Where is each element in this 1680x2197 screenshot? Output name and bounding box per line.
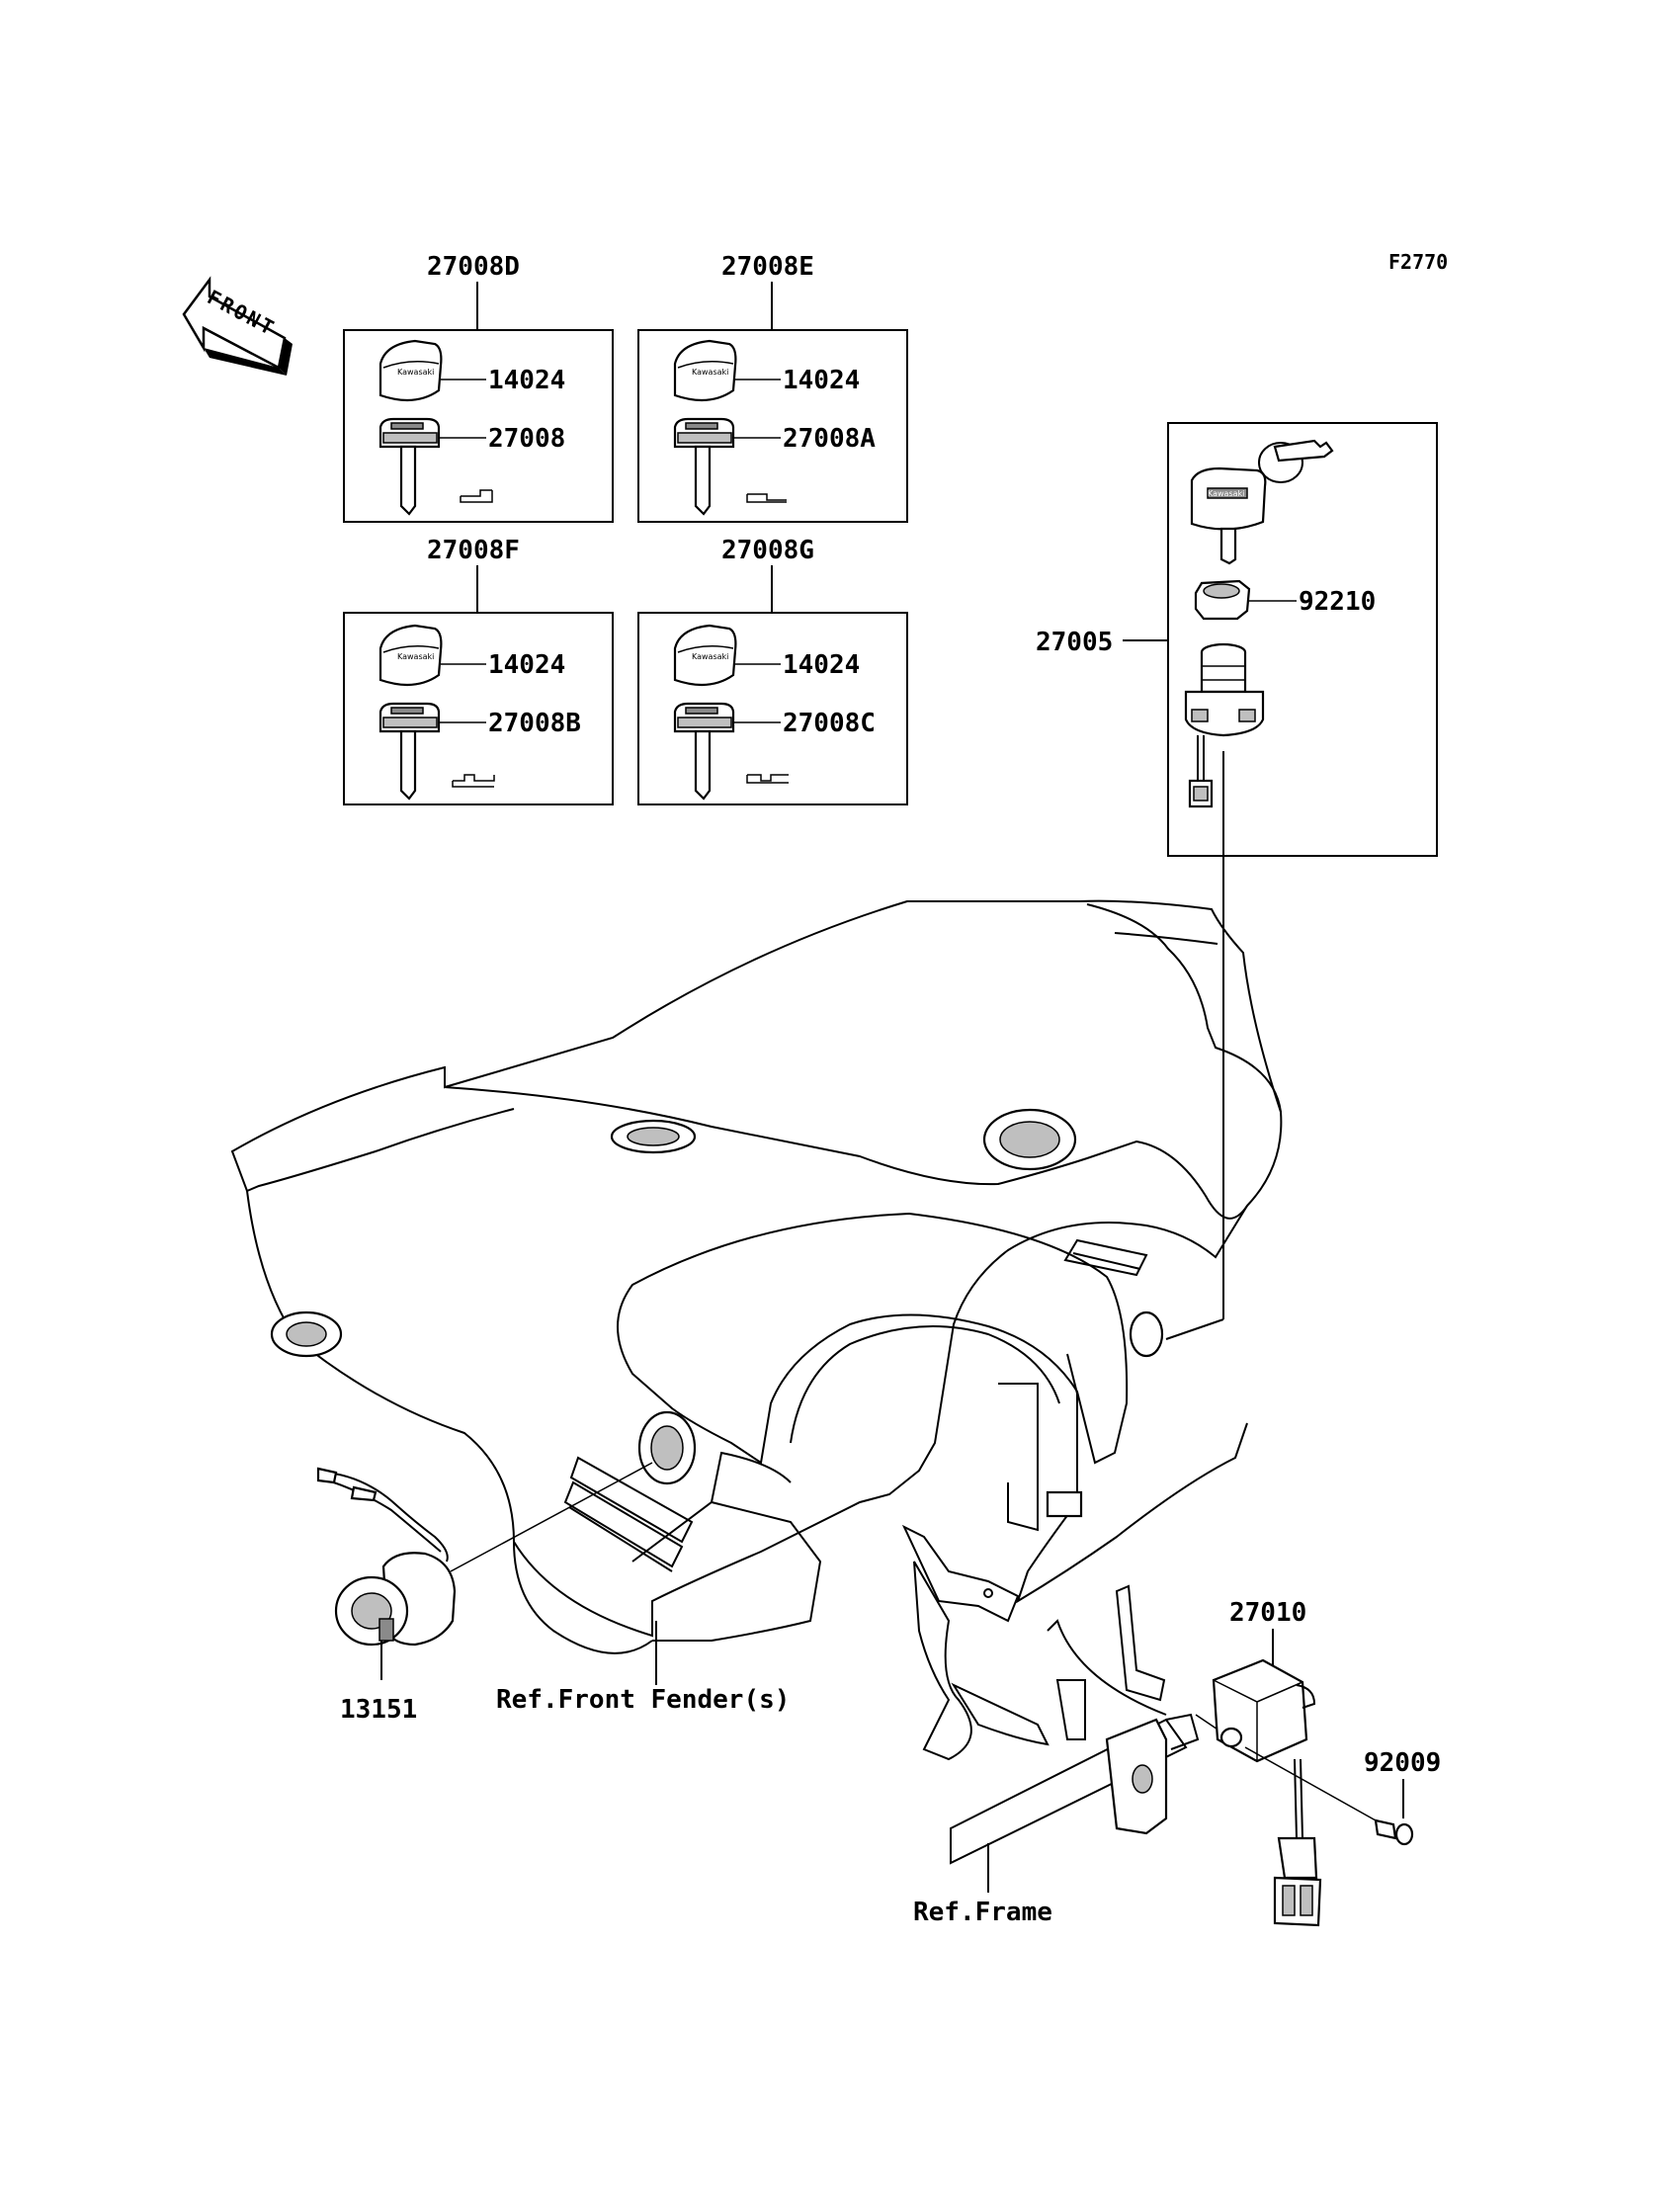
key-set-27008g: 27008G Kawasaki 14024 27008C (637, 536, 908, 805)
key-set-27008f: 27008F Kawasaki 14024 27008B (343, 536, 614, 805)
key-set-27008d: 27008D Kawasaki 14024 27008 (343, 252, 614, 523)
key-label: 27008 (488, 424, 565, 454)
switch-hole-icon (1129, 1310, 1164, 1358)
svg-text:Kawasaki: Kawasaki (692, 368, 728, 377)
key-set-label: 27008E (721, 252, 814, 282)
key-label: 27008A (783, 424, 876, 454)
key-icon (673, 702, 735, 801)
connector-icon (1277, 1836, 1318, 1880)
front-arrow-icon: FRONT (182, 276, 293, 376)
key-cut-icon (746, 493, 787, 503)
screw-label: 92009 (1364, 1748, 1441, 1778)
ignition-assembly-label: 27005 (1036, 628, 1113, 657)
ignition-switch-assembly: 27005 Kawasaki 92210 (1036, 422, 1438, 1319)
key-set-27008e: 27008E Kawasaki 14024 27008A (637, 252, 908, 523)
ignition-key-icon: Kawasaki (1190, 439, 1334, 565)
front-fender-body (230, 899, 1283, 1654)
nut-icon (1194, 579, 1251, 621)
key-top-icon: Kawasaki (378, 339, 443, 402)
key-cut-icon (746, 774, 789, 784)
key-top-icon: Kawasaki (673, 339, 737, 402)
svg-text:Kawasaki: Kawasaki (692, 652, 728, 661)
key-top-label: 14024 (488, 366, 565, 395)
key-set-label: 27008G (721, 536, 814, 565)
key-icon (378, 702, 441, 801)
svg-text:Kawasaki: Kawasaki (1208, 489, 1244, 498)
relay-assembly: 27010 (1195, 1598, 1377, 1927)
key-top-label: 14024 (488, 650, 565, 680)
relay-label: 27010 (1229, 1598, 1306, 1628)
ignition-switch-icon (1184, 642, 1265, 808)
screw-icon (1374, 1818, 1397, 1840)
key-cut-icon (452, 774, 495, 788)
nut-label: 92210 (1299, 587, 1376, 617)
key-top-icon: Kawasaki (378, 624, 443, 687)
lamp-socket-label: 13151 (340, 1695, 417, 1725)
frame-bracket (901, 1524, 1200, 1865)
screw-assembly: 92009 (1364, 1748, 1441, 1846)
ref-frame-label: Ref.Frame (913, 1898, 1052, 1927)
key-set-label: 27008D (427, 252, 520, 282)
key-label: 27008C (783, 709, 876, 738)
key-icon (378, 417, 441, 516)
lamp-socket-assembly: 13151 (316, 1462, 653, 1725)
ref-front-fender-label: Ref.Front Fender(s) (496, 1685, 790, 1715)
svg-text:Kawasaki: Kawasaki (397, 368, 434, 377)
key-top-icon: Kawasaki (673, 624, 737, 687)
key-top-label: 14024 (783, 650, 860, 680)
key-cut-icon (460, 489, 493, 503)
key-label: 27008B (488, 709, 581, 738)
bracket-icon (1046, 1490, 1083, 1518)
svg-text:Kawasaki: Kawasaki (397, 652, 434, 661)
figure-code: F2770 (1388, 250, 1448, 274)
key-icon (673, 417, 735, 516)
key-set-label: 27008F (427, 536, 520, 565)
key-top-label: 14024 (783, 366, 860, 395)
